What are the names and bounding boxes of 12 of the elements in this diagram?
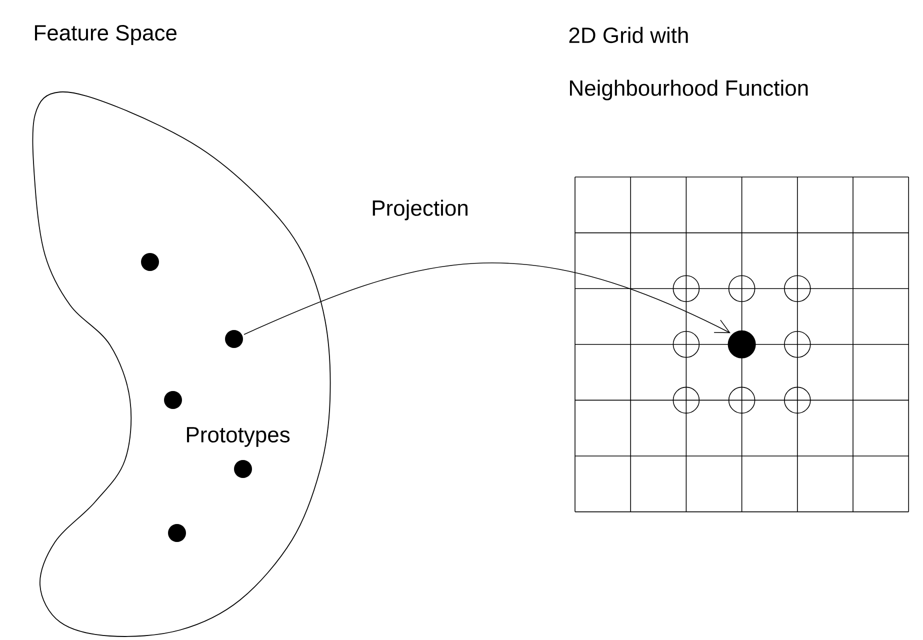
- prototype-dot: [164, 391, 182, 409]
- label-text: Feature Space: [35, 25, 176, 45]
- winner-dot: [728, 330, 756, 358]
- arrow: [244, 262, 730, 335]
- prototype-dot: [234, 460, 252, 478]
- prototype-dot: [141, 253, 159, 271]
- label-text: Prototypes: [187, 427, 290, 447]
- prototype-dot: [225, 330, 243, 348]
- label-text: 2D Grid with: [569, 26, 688, 44]
- prototype-dot: [168, 524, 186, 542]
- edge-label: Projection: [372, 200, 468, 220]
- label-text: Neighbourhood Function: [570, 80, 808, 100]
